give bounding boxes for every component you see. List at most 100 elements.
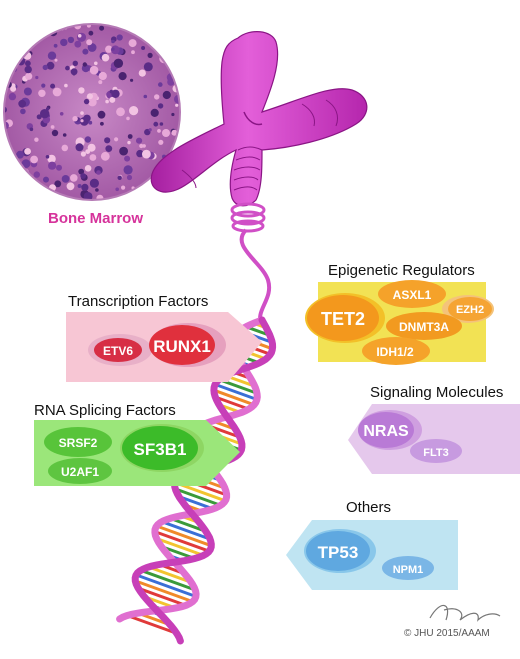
gene-dnmt3a: DNMT3A — [399, 320, 449, 334]
transcription-factors-title: Transcription Factors — [68, 293, 209, 310]
marrow-cell — [162, 129, 170, 137]
marrow-cell — [84, 165, 92, 172]
artist-signature — [429, 604, 501, 622]
marrow-cell — [23, 87, 32, 96]
marrow-cell — [82, 48, 89, 55]
marrow-cell — [89, 154, 97, 161]
marrow-cell — [100, 151, 110, 161]
marrow-cell — [126, 116, 130, 121]
marrow-cell — [43, 176, 49, 183]
marrow-cell — [111, 39, 115, 44]
marrow-cell — [30, 155, 38, 164]
marrow-cell — [97, 110, 106, 119]
gene-sf3b1: SF3B1 — [134, 440, 187, 459]
marrow-cell — [111, 47, 115, 51]
dna-base-pair — [148, 565, 192, 584]
marrow-cell — [65, 65, 70, 71]
marrow-cell — [114, 137, 119, 142]
marrow-cell — [46, 61, 55, 70]
marrow-cell — [5, 47, 13, 56]
marrow-cell — [96, 194, 104, 199]
dna-base-pair — [140, 568, 196, 592]
dna-base-pair — [135, 573, 197, 598]
transcription-factors-panel: ETV6 RUNX1 — [66, 312, 262, 382]
marrow-cell — [35, 75, 39, 80]
gene-tp53: TP53 — [318, 543, 359, 562]
marrow-cell — [41, 83, 46, 88]
marrow-cell — [121, 185, 126, 190]
marrow-cell — [50, 83, 56, 89]
marrow-cell — [104, 137, 111, 144]
marrow-cell — [148, 128, 152, 132]
marrow-cell — [48, 161, 57, 170]
marrow-cell — [31, 194, 37, 199]
rna-splicing-title: RNA Splicing Factors — [34, 402, 176, 419]
marrow-cell — [15, 41, 20, 46]
marrow-cell — [87, 143, 96, 152]
marrow-cell — [52, 87, 62, 97]
marrow-cell — [153, 121, 159, 127]
marrow-cell — [83, 114, 91, 123]
marrow-cell — [25, 72, 33, 80]
marrow-cell — [99, 25, 105, 31]
marrow-cell — [81, 183, 89, 191]
signaling-molecules-title: Signaling Molecules — [370, 384, 504, 401]
others-panel: TP53 NPM1 — [286, 520, 458, 590]
marrow-cell — [84, 136, 92, 143]
marrow-cell — [158, 82, 163, 87]
marrow-cell — [129, 106, 139, 116]
marrow-cell — [83, 98, 90, 105]
gene-ezh2: EZH2 — [456, 304, 484, 316]
marrow-cell — [64, 83, 68, 88]
marrow-cell — [77, 184, 82, 188]
marrow-cell — [170, 39, 177, 46]
marrow-cell — [175, 103, 179, 107]
gene-srsf2: SRSF2 — [59, 436, 98, 450]
marrow-cell — [127, 140, 131, 145]
marrow-cell — [15, 177, 20, 181]
marrow-cell — [100, 121, 104, 126]
marrow-cell — [42, 64, 48, 71]
marrow-cell — [74, 40, 82, 48]
marrow-cell — [80, 173, 87, 179]
marrow-cell — [54, 198, 58, 199]
marrow-cell — [151, 27, 156, 32]
marrow-cell — [119, 146, 128, 156]
marrow-cell — [86, 25, 91, 28]
marrow-cell — [44, 188, 49, 194]
marrow-cell — [173, 72, 177, 77]
others-title: Others — [346, 499, 392, 516]
marrow-cell — [142, 149, 151, 159]
marrow-cell — [105, 145, 113, 153]
marrow-cell — [105, 45, 113, 53]
dna-base-pair — [174, 487, 222, 507]
dna-base-pair — [214, 382, 258, 401]
marrow-cell — [139, 143, 144, 149]
dna-base-pair — [134, 579, 194, 604]
dna-base-pair — [213, 388, 255, 407]
marrow-cell — [66, 182, 75, 191]
marrow-cell — [80, 119, 84, 123]
marrow-cell — [94, 61, 98, 66]
gene-idh1-2: IDH1/2 — [376, 345, 414, 359]
marrow-cell — [118, 25, 125, 28]
marrow-cell — [87, 43, 97, 52]
marrow-cell — [14, 50, 19, 55]
marrow-cell — [157, 129, 161, 133]
dna-base-pair — [169, 516, 207, 533]
marrow-cell — [83, 192, 93, 199]
marrow-cell — [20, 108, 26, 115]
marrow-cell — [173, 53, 178, 58]
marrow-cell — [168, 25, 174, 27]
bone-marrow-image — [3, 23, 181, 201]
marrow-cell — [89, 65, 99, 75]
marrow-cell — [56, 164, 62, 171]
marrow-cell — [127, 134, 133, 139]
marrow-cell — [171, 112, 175, 117]
marrow-cell — [5, 192, 9, 199]
marrow-cell — [130, 78, 134, 82]
marrow-cell — [150, 108, 159, 117]
dna-base-pair — [126, 614, 178, 635]
